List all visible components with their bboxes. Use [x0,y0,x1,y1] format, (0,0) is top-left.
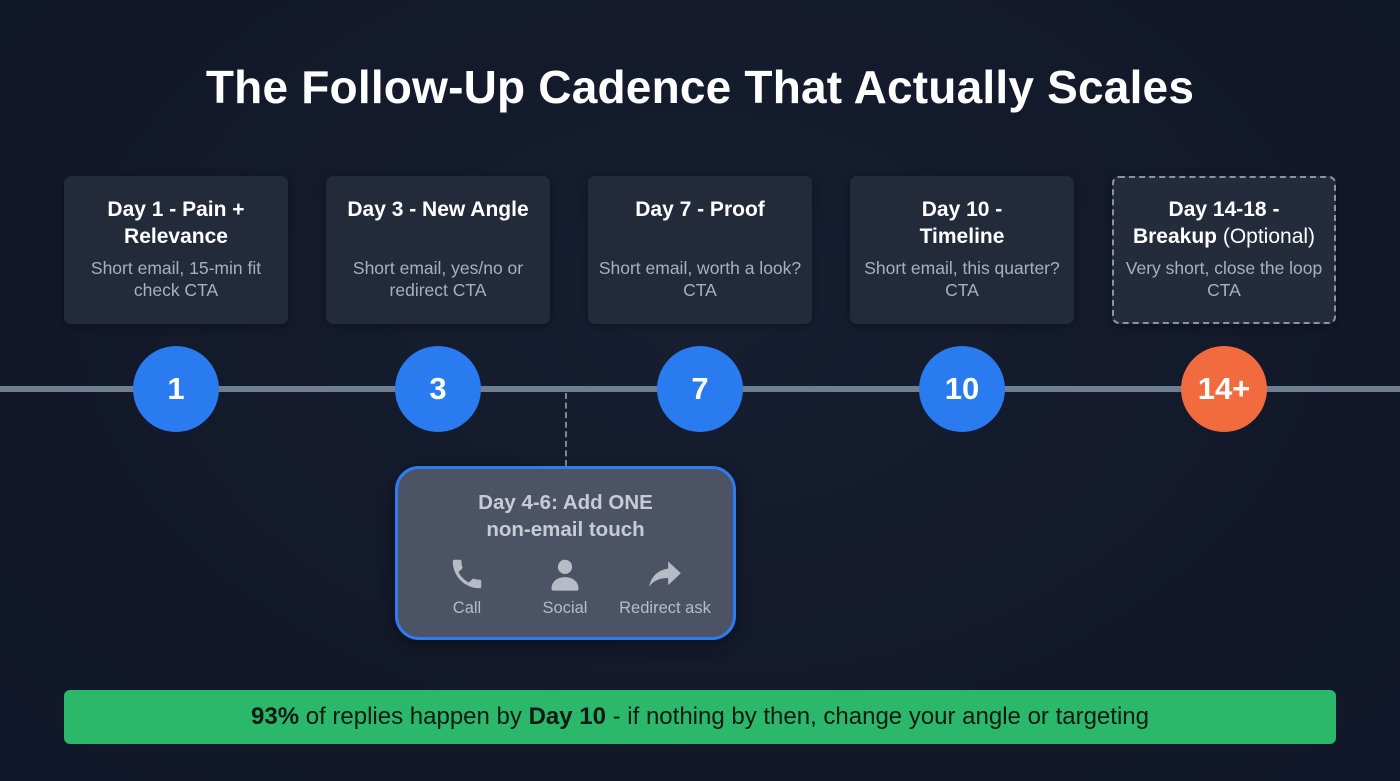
step-marker-1: 1 [133,346,219,432]
step-marker-14-plus: 14+ [1181,346,1267,432]
person-icon [551,559,579,591]
banner-text-part: of replies happen by [299,703,529,730]
step-title: Day 14-18 - Breakup (Optional) [1132,198,1316,248]
banner-emphasis: Day 10 [528,703,606,730]
step-marker-10: 10 [919,346,1005,432]
insight-banner: 93% of replies happen by Day 10 - if not… [64,690,1336,744]
callout-connector [565,393,567,466]
step-description: Short email, worth a look? CTA [598,258,802,300]
non-email-touch-callout: Day 4-6: Add ONE non-email touch Call So… [395,466,736,640]
step-card-day-10: Day 10 - Timeline Short email, this quar… [850,176,1074,324]
touch-option-call: Call [440,555,494,618]
step-marker-3: 3 [395,346,481,432]
touch-option-social: Social [533,555,597,618]
step-marker-7: 7 [657,346,743,432]
page-title: The Follow-Up Cadence That Actually Scal… [205,61,1195,113]
touch-label: Call [452,599,482,617]
step-title: Day 3 - New Angle [347,198,529,221]
touch-option-redirect-ask: Redirect ask [610,555,720,618]
step-card-day-7: Day 7 - Proof Short email, worth a look?… [588,176,812,324]
callout-title: Day 4-6: Add ONE non-email touch [478,491,653,541]
touch-label: Redirect ask [619,599,711,617]
step-card-day-3: Day 3 - New Angle Short email, yes/no or… [326,176,550,324]
touch-options: Call Social Redirect ask [398,555,733,625]
touch-label: Social [542,599,588,617]
step-title: Day 1 - Pain + Relevance [107,198,245,248]
step-title: Day 7 - Proof [635,198,765,221]
step-description: Short email, yes/no or redirect CTA [352,258,524,300]
optional-tag: (Optional) [1222,225,1316,248]
banner-stat: 93% [251,703,300,730]
banner-text-part: - if nothing by then, change your angle … [605,703,1149,730]
forward-arrow-icon [649,561,681,587]
step-card-day-14-optional: Day 14-18 - Breakup (Optional) Very shor… [1112,176,1336,324]
step-card-day-1: Day 1 - Pain + Relevance Short email, 15… [64,176,288,324]
step-description: Short email, 15-min fit check CTA [90,258,262,300]
step-description: Short email, this quarter? CTA [864,258,1060,300]
phone-icon [452,559,482,589]
banner-text: 93% of replies happen by Day 10 - if not… [251,703,1149,731]
step-title: Day 10 - Timeline [919,198,1005,248]
step-description: Very short, close the loop CTA [1125,258,1323,300]
